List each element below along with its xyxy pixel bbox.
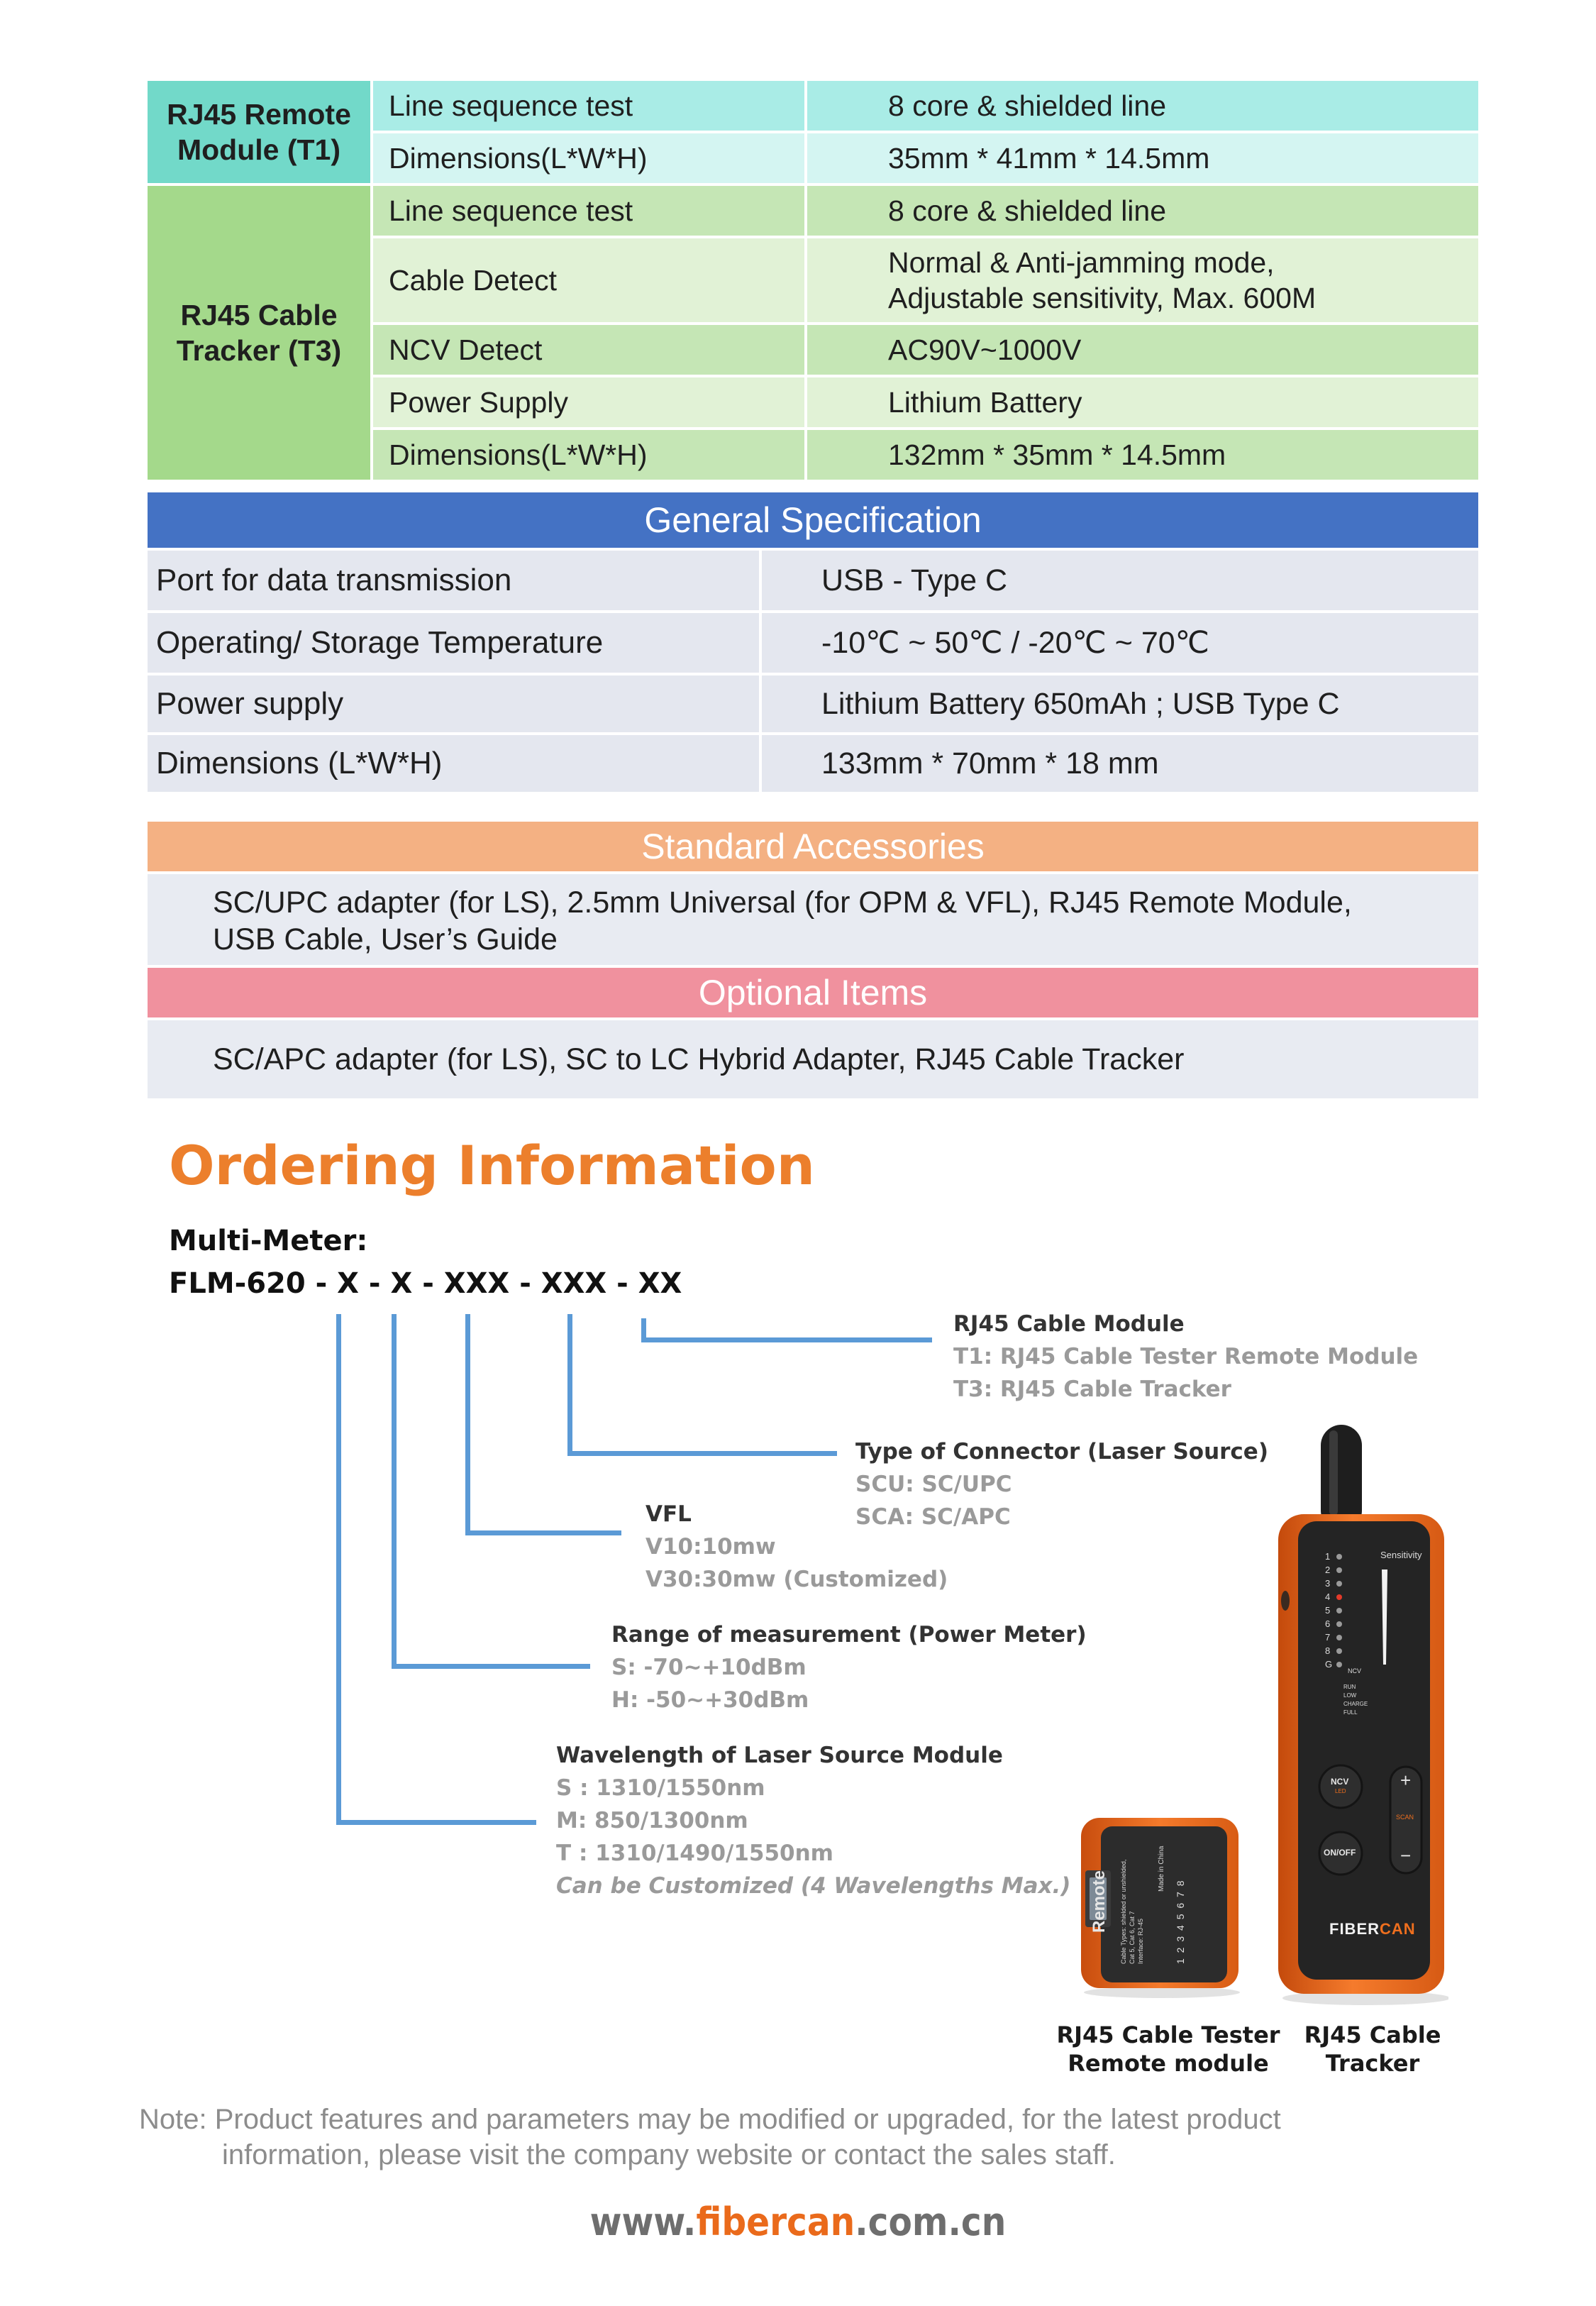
spec-row-3-label: Power supply: [148, 675, 759, 732]
led-dot: [1336, 1581, 1342, 1587]
t3-row-2-param: Cable Detect: [373, 238, 804, 322]
accessories-list: SC/UPC adapter (for LS), 2.5mm Universal…: [148, 874, 1478, 965]
t3-row-3-param: NCV Detect: [373, 325, 804, 375]
led-dot: [1336, 1662, 1342, 1667]
tracker-sensitivity-label: Sensitivity: [1380, 1550, 1422, 1560]
tree-leg-connector-v: [567, 1314, 572, 1456]
t3-row-2-value: Normal & Anti-jamming mode, Adjustable s…: [807, 238, 1478, 322]
tracker-pin-leds: [1336, 1554, 1342, 1667]
tracker-brand-logo: FIBERCAN: [1329, 1920, 1416, 1938]
remote-module-illustration: Remote Cable Types: shielded or unshield…: [1075, 1814, 1246, 1999]
tracker-btn-scan: SCAN: [1396, 1814, 1414, 1821]
tree-leg-connector-h: [567, 1451, 837, 1456]
order-code: FLM-620 - X - X - XXX - XXX - XX: [169, 1267, 682, 1300]
led-dot: [1336, 1621, 1342, 1627]
remote-device-label: Remote: [1090, 1870, 1109, 1933]
t3-row-4-param: Power Supply: [373, 377, 804, 427]
t3-row-1-value: 8 core & shielded line: [807, 186, 1478, 236]
accessories-band: Standard Accessories: [148, 822, 1478, 871]
spec-row-3-value: Lithium Battery 650mAh ; USB Type C: [762, 675, 1478, 732]
led-dot: [1336, 1567, 1342, 1573]
remote-device-pins: 1 2 3 4 5 6 7 8: [1175, 1879, 1186, 1964]
t3-row-5-value: 132mm * 35mm * 14.5mm: [807, 430, 1478, 480]
footnote: Note: Product features and parameters ma…: [139, 2104, 1281, 2170]
remote-device-made-in: Made in China: [1158, 1846, 1165, 1892]
group-label-t3: RJ45 Cable Tracker (T3): [148, 186, 370, 480]
spec-row-1-value: USB - Type C: [762, 551, 1478, 610]
led-dot: [1336, 1635, 1342, 1640]
tree-leg-wavelength-h: [336, 1820, 536, 1825]
spec-row-2-value: -10℃ ~ 50℃ / -20℃ ~ 70℃: [762, 613, 1478, 673]
tracker-ncv-small: NCV: [1348, 1667, 1362, 1675]
spec-row-4-label: Dimensions (L*W*H): [148, 735, 759, 792]
remote-device-specs: Cable Types: shielded or unshielded, Cat…: [1120, 1859, 1144, 1964]
tracker-btn-ncv-sub: LED: [1335, 1788, 1346, 1794]
led-dot: [1336, 1608, 1342, 1613]
group-label-t1: RJ45 Remote Module (T1): [148, 81, 370, 183]
accessories-title: Standard Accessories: [641, 827, 985, 866]
tree-leg-range-v: [392, 1314, 397, 1669]
caption-tracker: RJ45 Cable Tracker: [1304, 2021, 1441, 2077]
spec-row-4-value: 133mm * 70mm * 18 mm: [762, 735, 1478, 792]
t3-row-5-param: Dimensions(L*W*H): [373, 430, 804, 480]
t1-row-1-value: 8 core & shielded line: [807, 81, 1478, 131]
general-spec-band: General Specification: [148, 492, 1478, 548]
tree-leg-wavelength-v: [336, 1314, 341, 1825]
tree-leg-module-v: [641, 1318, 646, 1342]
product-label: Multi-Meter:: [169, 1225, 368, 1257]
caption-remote: RJ45 Cable Tester Remote module: [1056, 2021, 1280, 2077]
spec-row-2-label: Operating/ Storage Temperature: [148, 613, 759, 673]
led-dot: [1336, 1648, 1342, 1654]
led-dot: [1336, 1554, 1342, 1560]
tracker-btn-minus: −: [1400, 1845, 1412, 1866]
spec-row-1-label: Port for data transmission: [148, 551, 759, 610]
tracker-btn-plus: +: [1400, 1770, 1412, 1791]
optional-band: Optional Items: [148, 968, 1478, 1017]
optional-title: Optional Items: [698, 973, 928, 1013]
t3-row-3-value: AC90V~1000V: [807, 325, 1478, 375]
cable-tracker-svg: [1278, 1425, 1450, 2005]
tracker-pin-labels: 1 2 3 4 5 6 7 8 G: [1325, 1551, 1333, 1670]
tree-leg-vfl-h: [465, 1530, 621, 1535]
remote-module-svg: [1081, 1818, 1240, 1998]
t1-row-2-param: Dimensions(L*W*H): [373, 133, 804, 183]
general-spec-title: General Specification: [644, 500, 982, 540]
led-dot: [1336, 1594, 1342, 1600]
tree-leg-vfl-v: [465, 1314, 470, 1535]
t3-row-1-param: Line sequence test: [373, 186, 804, 236]
optional-list: SC/APC adapter (for LS), SC to LC Hybrid…: [148, 1020, 1478, 1098]
tracker-btn-onoff-label: ON/OFF: [1324, 1848, 1356, 1858]
tree-leg-range-h: [392, 1664, 590, 1669]
ordering-heading: Ordering Information: [169, 1134, 815, 1197]
t1-row-2-value: 35mm * 41mm * 14.5mm: [807, 133, 1478, 183]
tracker-status-labels: RUN LOW CHARGE FULL: [1343, 1684, 1368, 1716]
tracker-btn-ncv-label: NCV: [1331, 1777, 1349, 1787]
cable-tracker-illustration: 1 2 3 4 5 6 7 8 G NCV Sensitivity RUN LO…: [1274, 1423, 1450, 2007]
website-url[interactable]: www.fibercan.com.cn: [589, 2200, 1007, 2244]
t3-row-4-value: Lithium Battery: [807, 377, 1478, 427]
t1-row-1-param: Line sequence test: [373, 81, 804, 131]
tree-leg-module-h: [641, 1337, 932, 1342]
